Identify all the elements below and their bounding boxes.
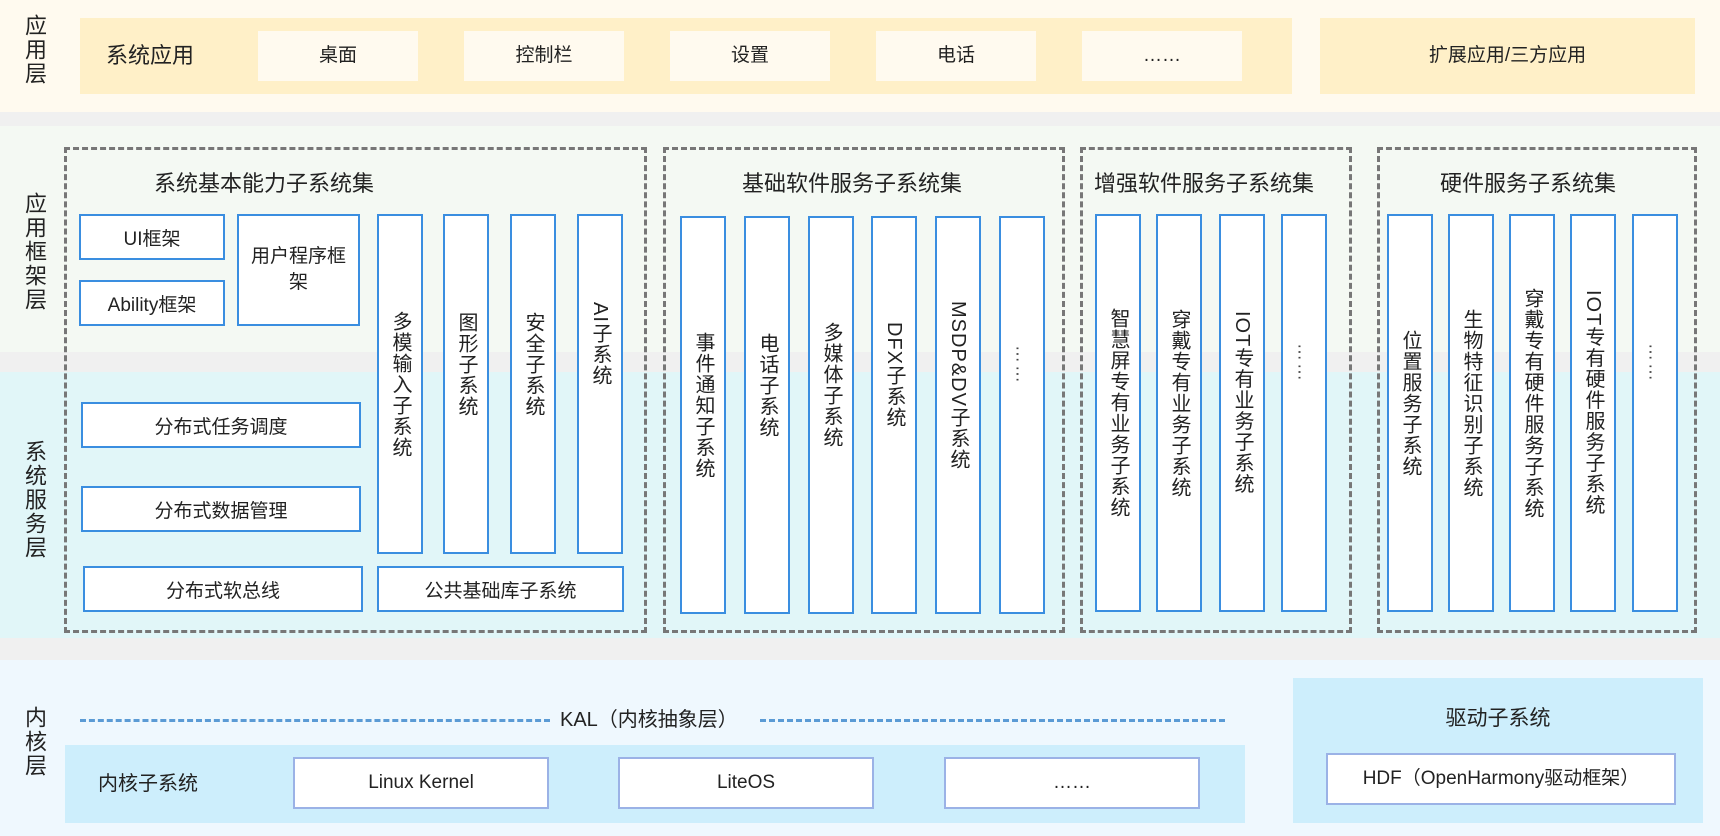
telephony-box[interactable]: 电话子系统 <box>744 216 790 614</box>
enhanced-software-group <box>1080 147 1352 633</box>
liteos-box[interactable]: LiteOS <box>618 757 874 809</box>
biometrics-box[interactable]: 生物特征识别子系统 <box>1448 214 1494 612</box>
wearable-hardware-label: 穿戴专有硬件服务子系统 <box>1521 287 1543 519</box>
basic-software-group <box>663 147 1065 633</box>
distributed-soft-bus-box[interactable]: 分布式软总线 <box>83 566 363 612</box>
driver-subsystem-title: 驱动子系统 <box>1445 707 1551 730</box>
linux-kernel-box[interactable]: Linux Kernel <box>293 757 549 809</box>
wearable-business-label: 穿戴专有业务子系统 <box>1168 308 1190 498</box>
hardware-group <box>1377 147 1697 633</box>
multimedia-label: 多媒体子系统 <box>820 322 842 448</box>
graphics-box[interactable]: 图形子系统 <box>443 214 489 554</box>
kal-label: KAL（内核抽象层） <box>560 709 738 731</box>
security-label: 安全子系统 <box>522 311 544 417</box>
hardware-title: 硬件服务子系统集 <box>1440 171 1617 196</box>
event-notification-label: 事件通知子系统 <box>692 331 714 479</box>
user-program-framework-box[interactable]: 用户程序框架 <box>237 214 360 326</box>
multimodal-input-label: 多模输入子系统 <box>389 310 411 458</box>
distributed-data-management-box[interactable]: 分布式数据管理 <box>81 486 361 532</box>
ui-framework-box[interactable]: UI框架 <box>79 214 225 260</box>
enhanced-software-more-box[interactable]: …… <box>1281 214 1327 612</box>
hardware-more-box[interactable]: …… <box>1632 214 1678 612</box>
security-box[interactable]: 安全子系统 <box>510 214 556 554</box>
iot-business-label: IOT专有业务子系统 <box>1231 311 1253 495</box>
basic-software-more-box[interactable]: …… <box>999 216 1045 614</box>
application-layer-label: 应用层 <box>22 14 47 86</box>
extended-apps-box[interactable]: 扩展应用/三方应用 <box>1320 18 1695 94</box>
basic-capability-group <box>64 147 647 633</box>
iot-business-box[interactable]: IOT专有业务子系统 <box>1219 214 1265 612</box>
more-ellipsis-label: …… <box>1012 345 1033 385</box>
dfx-label: DFX子系统 <box>883 322 905 428</box>
system-service-layer-label: 系统服务层 <box>22 440 47 560</box>
more-ellipsis-label: …… <box>1645 343 1666 383</box>
ai-label: AI子系统 <box>589 302 611 386</box>
msdp-dv-label: MSDP&DV子系统 <box>947 300 969 470</box>
ai-box[interactable]: AI子系统 <box>577 214 623 554</box>
location-service-label: 位置服务子系统 <box>1399 329 1421 477</box>
kernel-more-box[interactable]: …… <box>944 757 1200 809</box>
enhanced-software-title: 增强软件服务子系统集 <box>1094 171 1315 196</box>
app-phone[interactable]: 电话 <box>876 31 1036 81</box>
distributed-task-scheduling-box[interactable]: 分布式任务调度 <box>81 402 361 448</box>
hdf-box[interactable]: HDF（OpenHarmony驱动框架） <box>1326 753 1676 805</box>
app-control-bar[interactable]: 控制栏 <box>464 31 624 81</box>
system-apps-title: 系统应用 <box>106 43 195 68</box>
smart-screen-label: 智慧屏专有业务子系统 <box>1107 308 1129 518</box>
telephony-label: 电话子系统 <box>756 332 778 438</box>
basic-capability-title: 系统基本能力子系统集 <box>154 171 375 196</box>
app-more[interactable]: …… <box>1082 31 1242 81</box>
kal-dashed-line-right <box>760 719 1225 722</box>
more-ellipsis-label: …… <box>1294 343 1315 383</box>
kal-dashed-line-left <box>80 719 550 722</box>
graphics-label: 图形子系统 <box>455 311 477 417</box>
app-settings[interactable]: 设置 <box>670 31 830 81</box>
iot-hardware-label: IOT专有硬件服务子系统 <box>1582 290 1604 516</box>
iot-hardware-box[interactable]: IOT专有硬件服务子系统 <box>1570 214 1616 612</box>
location-service-box[interactable]: 位置服务子系统 <box>1387 214 1433 612</box>
event-notification-box[interactable]: 事件通知子系统 <box>680 216 726 614</box>
multimedia-box[interactable]: 多媒体子系统 <box>808 216 854 614</box>
biometrics-label: 生物特征识别子系统 <box>1460 308 1482 498</box>
ability-framework-box[interactable]: Ability框架 <box>79 280 225 326</box>
common-base-library-box[interactable]: 公共基础库子系统 <box>377 566 624 612</box>
wearable-hardware-box[interactable]: 穿戴专有硬件服务子系统 <box>1509 214 1555 612</box>
multimodal-input-box[interactable]: 多模输入子系统 <box>377 214 423 554</box>
dfx-box[interactable]: DFX子系统 <box>871 216 917 614</box>
wearable-business-box[interactable]: 穿戴专有业务子系统 <box>1156 214 1202 612</box>
app-desktop[interactable]: 桌面 <box>258 31 418 81</box>
framework-layer-label: 应用框架层 <box>22 192 47 312</box>
kernel-subsystem-title: 内核子系统 <box>98 773 198 795</box>
msdp-dv-box[interactable]: MSDP&DV子系统 <box>935 216 981 614</box>
basic-software-title: 基础软件服务子系统集 <box>742 171 963 196</box>
kernel-layer-label: 内核层 <box>22 706 47 778</box>
smart-screen-box[interactable]: 智慧屏专有业务子系统 <box>1095 214 1141 612</box>
